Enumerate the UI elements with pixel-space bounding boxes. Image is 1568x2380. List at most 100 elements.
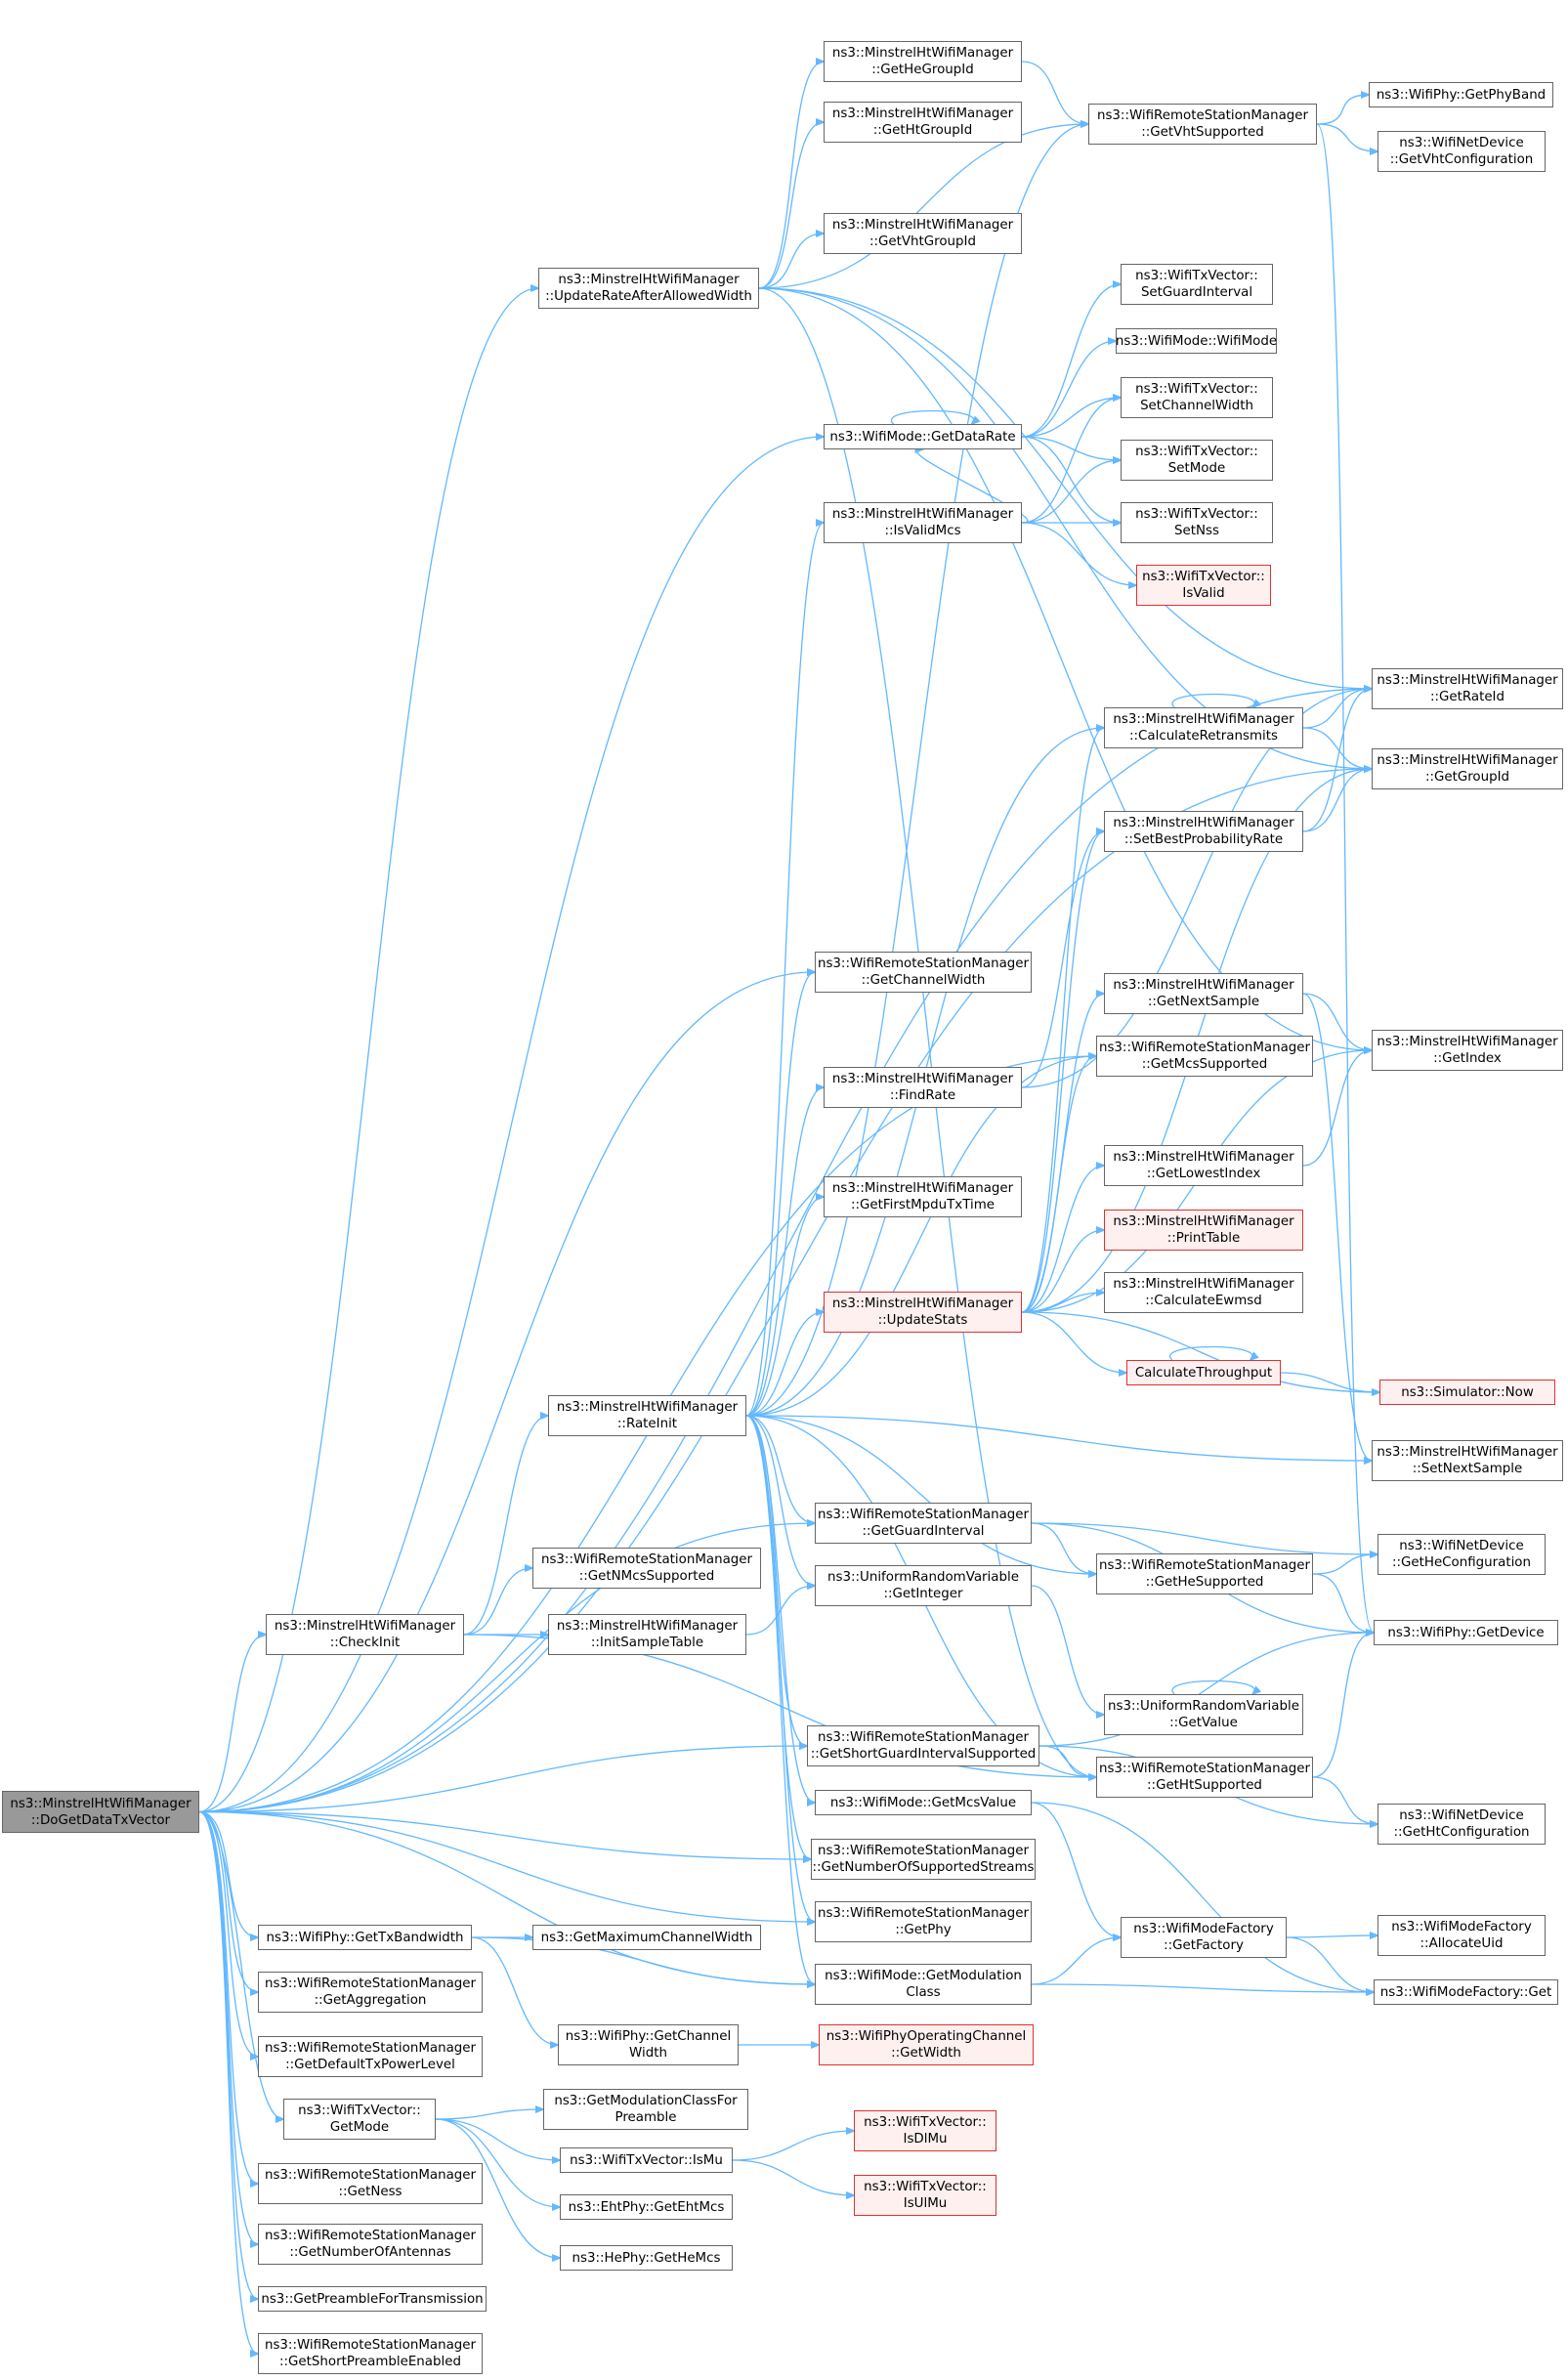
node-get-tx-bandwidth[interactable]: ns3::WifiPhy::GetTxBandwidth bbox=[258, 1925, 472, 1950]
node-label-line: ::DoGetDataTxVector bbox=[30, 1812, 171, 1828]
call-edge bbox=[1171, 1679, 1255, 1695]
node-get-mcs-value[interactable]: ns3::WifiMode::GetMcsValue bbox=[815, 1790, 1032, 1815]
node-get-n-mcs-supported[interactable]: ns3::WifiRemoteStationManager::GetNMcsSu… bbox=[532, 1548, 761, 1589]
node-label-line: ::GetInteger bbox=[883, 1587, 963, 1601]
call-edge bbox=[198, 1810, 815, 1985]
node-tx-vector-get-mode[interactable]: ns3::WifiTxVector::GetMode bbox=[283, 2099, 436, 2140]
node-calculate-throughput[interactable]: CalculateThroughput bbox=[1126, 1360, 1281, 1385]
node-label-line: ns3::WifiRemoteStationManager bbox=[264, 2338, 477, 2353]
node-get-ness[interactable]: ns3::WifiRemoteStationManager::GetNess bbox=[258, 2163, 483, 2204]
node-get-device[interactable]: ns3::WifiPhy::GetDevice bbox=[1374, 1620, 1558, 1645]
node-set-nss[interactable]: ns3::WifiTxVector::SetNss bbox=[1121, 502, 1273, 543]
call-edge bbox=[198, 1810, 258, 2245]
node-label-line: ::GetVhtSupported bbox=[1141, 125, 1264, 140]
call-edge bbox=[1021, 1311, 1126, 1373]
node-get-guard-interval[interactable]: ns3::WifiRemoteStationManager::GetGuardI… bbox=[815, 1503, 1032, 1544]
node-label-line: SetMode bbox=[1167, 461, 1226, 476]
node-get-he-mcs[interactable]: ns3::HePhy::GetHeMcs bbox=[560, 2245, 733, 2271]
node-label-line: ns3::WifiMode::GetDataRate bbox=[829, 429, 1016, 445]
node-find-rate[interactable]: ns3::MinstrelHtWifiManager::FindRate bbox=[824, 1067, 1022, 1108]
node-get-maximum-channel-width[interactable]: ns3::GetMaximumChannelWidth bbox=[532, 1925, 761, 1950]
node-get-group-id[interactable]: ns3::MinstrelHtWifiManager::GetGroupId bbox=[1372, 748, 1563, 789]
call-edge bbox=[1021, 61, 1088, 124]
node-check-init[interactable]: ns3::MinstrelHtWifiManager::CheckInit bbox=[266, 1614, 464, 1655]
node-get-first-mpdu-tx-time[interactable]: ns3::MinstrelHtWifiManager::GetFirstMpdu… bbox=[824, 1176, 1022, 1217]
node-calculate-ewmsd[interactable]: ns3::MinstrelHtWifiManager::CalculateEwm… bbox=[1104, 1272, 1303, 1313]
node-is-mu[interactable]: ns3::WifiTxVector::IsMu bbox=[560, 2147, 733, 2173]
node-label-line: ::GetHtGroupId bbox=[872, 123, 973, 138]
node-get-preamble-for-transmission[interactable]: ns3::GetPreambleForTransmission bbox=[258, 2286, 487, 2312]
node-label-line: ns3::MinstrelHtWifiManager bbox=[831, 218, 1014, 233]
node-wifi-mode-constructor[interactable]: ns3::WifiMode::WifiMode bbox=[1116, 328, 1277, 354]
node-get-vht-configuration[interactable]: ns3::WifiNetDevice::GetVhtConfiguration bbox=[1377, 131, 1546, 172]
node-get-ht-supported[interactable]: ns3::WifiRemoteStationManager::GetHtSupp… bbox=[1096, 1757, 1313, 1798]
call-edge bbox=[1021, 522, 1136, 585]
node-get-eht-mcs[interactable]: ns3::EhtPhy::GetEhtMcs bbox=[560, 2194, 733, 2220]
node-get-integer[interactable]: ns3::UniformRandomVariable::GetInteger bbox=[815, 1565, 1032, 1606]
node-get-phy[interactable]: ns3::WifiRemoteStationManager::GetPhy bbox=[815, 1901, 1032, 1942]
node-set-best-probability-rate[interactable]: ns3::MinstrelHtWifiManager::SetBestProba… bbox=[1104, 811, 1303, 852]
node-get-value[interactable]: ns3::UniformRandomVariable::GetValue bbox=[1104, 1694, 1303, 1735]
node-set-mode[interactable]: ns3::WifiTxVector::SetMode bbox=[1121, 440, 1273, 481]
node-label-line: ns3::WifiTxVector::IsMu bbox=[570, 2152, 723, 2168]
node-get-phy-band[interactable]: ns3::WifiPhy::GetPhyBand bbox=[1369, 82, 1553, 107]
node-rate-init[interactable]: ns3::MinstrelHtWifiManager::RateInit bbox=[548, 1395, 746, 1436]
node-operating-channel-get-width[interactable]: ns3::WifiPhyOperatingChannel::GetWidth bbox=[819, 2024, 1034, 2065]
node-get-he-configuration[interactable]: ns3::WifiNetDevice::GetHeConfiguration bbox=[1377, 1534, 1546, 1575]
node-label-line: ns3::WifiTxVector:: bbox=[1135, 269, 1258, 283]
node-set-channel-width[interactable]: ns3::WifiTxVector::SetChannelWidth bbox=[1121, 377, 1273, 418]
node-label-line: ns3::WifiRemoteStationManager bbox=[817, 1906, 1030, 1921]
node-update-rate-after-allowed-width[interactable]: ns3::MinstrelHtWifiManager::UpdateRateAf… bbox=[538, 268, 759, 309]
call-edge bbox=[1021, 398, 1121, 524]
node-get-ht-configuration[interactable]: ns3::WifiNetDevice::GetHtConfiguration bbox=[1377, 1804, 1546, 1845]
node-is-valid-mcs[interactable]: ns3::MinstrelHtWifiManager::IsValidMcs bbox=[824, 502, 1022, 543]
node-simulator-now[interactable]: ns3::Simulator::Now bbox=[1379, 1380, 1555, 1405]
node-get-default-tx-power-level[interactable]: ns3::WifiRemoteStationManager::GetDefaul… bbox=[258, 2036, 483, 2077]
node-set-next-sample[interactable]: ns3::MinstrelHtWifiManager::SetNextSampl… bbox=[1372, 1440, 1563, 1481]
node-label-line: ns3::WifiRemoteStationManager bbox=[817, 1844, 1030, 1858]
node-get-lowest-index[interactable]: ns3::MinstrelHtWifiManager::GetLowestInd… bbox=[1104, 1145, 1303, 1186]
node-get-ht-group-id[interactable]: ns3::MinstrelHtWifiManager::GetHtGroupId bbox=[824, 102, 1022, 143]
node-get-next-sample[interactable]: ns3::MinstrelHtWifiManager::GetNextSampl… bbox=[1104, 973, 1303, 1014]
node-init-sample-table[interactable]: ns3::MinstrelHtWifiManager::InitSampleTa… bbox=[548, 1614, 746, 1655]
node-label-line: ns3::WifiTxVector:: bbox=[1142, 570, 1265, 584]
node-get-factory[interactable]: ns3::WifiModeFactory::GetFactory bbox=[1121, 1917, 1287, 1958]
node-allocate-uid[interactable]: ns3::WifiModeFactory::AllocateUid bbox=[1377, 1915, 1546, 1956]
node-get-he-group-id[interactable]: ns3::MinstrelHtWifiManager::GetHeGroupId bbox=[824, 41, 1022, 82]
call-edge bbox=[1021, 284, 1121, 438]
node-get-mcs-supported[interactable]: ns3::WifiRemoteStationManager::GetMcsSup… bbox=[1096, 1036, 1313, 1077]
node-label-line: ns3::WifiPhyOperatingChannel bbox=[826, 2029, 1027, 2044]
call-edge bbox=[745, 1415, 815, 1523]
node-get-short-preamble-enabled[interactable]: ns3::WifiRemoteStationManager::GetShortP… bbox=[258, 2333, 483, 2374]
call-edge bbox=[758, 287, 1372, 689]
node-get-index[interactable]: ns3::MinstrelHtWifiManager::GetIndex bbox=[1372, 1030, 1563, 1071]
node-get-channel-width[interactable]: ns3::WifiRemoteStationManager::GetChanne… bbox=[815, 952, 1032, 993]
node-get-rate-id[interactable]: ns3::MinstrelHtWifiManager::GetRateId bbox=[1372, 668, 1563, 709]
call-edge bbox=[435, 2118, 560, 2207]
node-wifi-mode-factory-get[interactable]: ns3::WifiModeFactory::Get bbox=[1374, 1979, 1558, 2005]
node-is-valid[interactable]: ns3::WifiTxVector::IsValid bbox=[1136, 565, 1271, 606]
node-get-aggregation[interactable]: ns3::WifiRemoteStationManager::GetAggreg… bbox=[258, 1972, 483, 2013]
node-is-dl-mu[interactable]: ns3::WifiTxVector::IsDlMu bbox=[854, 2110, 996, 2151]
node-get-vht-group-id[interactable]: ns3::MinstrelHtWifiManager::GetVhtGroupI… bbox=[824, 213, 1022, 254]
node-label-line: ns3::WifiModeFactory::Get bbox=[1379, 1984, 1552, 2000]
call-edge bbox=[1031, 1802, 1121, 1937]
node-get-vht-supported[interactable]: ns3::WifiRemoteStationManager::GetVhtSup… bbox=[1088, 104, 1317, 145]
node-label-line: ns3::WifiTxVector:: bbox=[864, 2180, 987, 2194]
node-get-he-supported[interactable]: ns3::WifiRemoteStationManager::GetHeSupp… bbox=[1096, 1553, 1313, 1594]
node-calculate-retransmits[interactable]: ns3::MinstrelHtWifiManager::CalculateRet… bbox=[1104, 707, 1303, 748]
node-get-data-rate[interactable]: ns3::WifiMode::GetDataRate bbox=[824, 424, 1022, 449]
call-edge bbox=[471, 1936, 815, 1984]
node-print-table[interactable]: ns3::MinstrelHtWifiManager::PrintTable bbox=[1104, 1210, 1303, 1251]
node-get-number-of-supported-streams[interactable]: ns3::WifiRemoteStationManager::GetNumber… bbox=[811, 1839, 1036, 1880]
node-get-number-of-antennas[interactable]: ns3::WifiRemoteStationManager::GetNumber… bbox=[258, 2224, 483, 2265]
node-set-guard-interval[interactable]: ns3::WifiTxVector::SetGuardInterval bbox=[1121, 264, 1273, 305]
node-label-line: ::GetRateId bbox=[1429, 690, 1505, 704]
node-get-short-guard-interval-supported[interactable]: ns3::WifiRemoteStationManager::GetShortG… bbox=[807, 1725, 1039, 1766]
node-is-ul-mu[interactable]: ns3::WifiTxVector::IsUlMu bbox=[854, 2175, 996, 2216]
node-update-stats[interactable]: ns3::MinstrelHtWifiManager::UpdateStats bbox=[824, 1292, 1022, 1333]
call-edge bbox=[745, 1087, 824, 1417]
